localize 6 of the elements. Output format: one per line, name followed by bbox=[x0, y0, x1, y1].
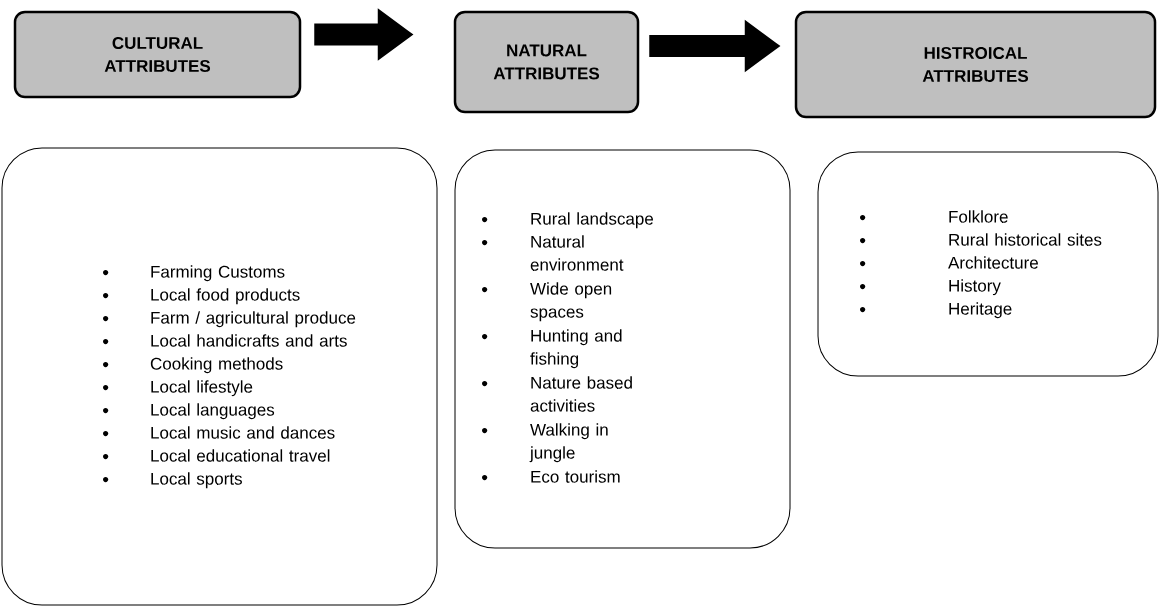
list-box: Folklore Rural historical sites Architecture History Heritage bbox=[817, 151, 1159, 377]
header-box: NATURAL ATTRIBUTES bbox=[453, 10, 640, 114]
header-box: HISTROICAL ATTRIBUTES bbox=[794, 10, 1157, 119]
header-box: CULTURAL ATTRIBUTES bbox=[13, 10, 302, 99]
list-box: Farming Customs Local food products Farm / agricultural produce Local handicrafts and arts Cooking methods Local lifestyle Local languages Local music and dances Local educational travel Local sports bbox=[1, 147, 438, 606]
list-box: Rural landscape Natural environment Wide open spaces Hunting and fishing Nature based activities Walking in jungle Eco tourism bbox=[454, 149, 791, 549]
